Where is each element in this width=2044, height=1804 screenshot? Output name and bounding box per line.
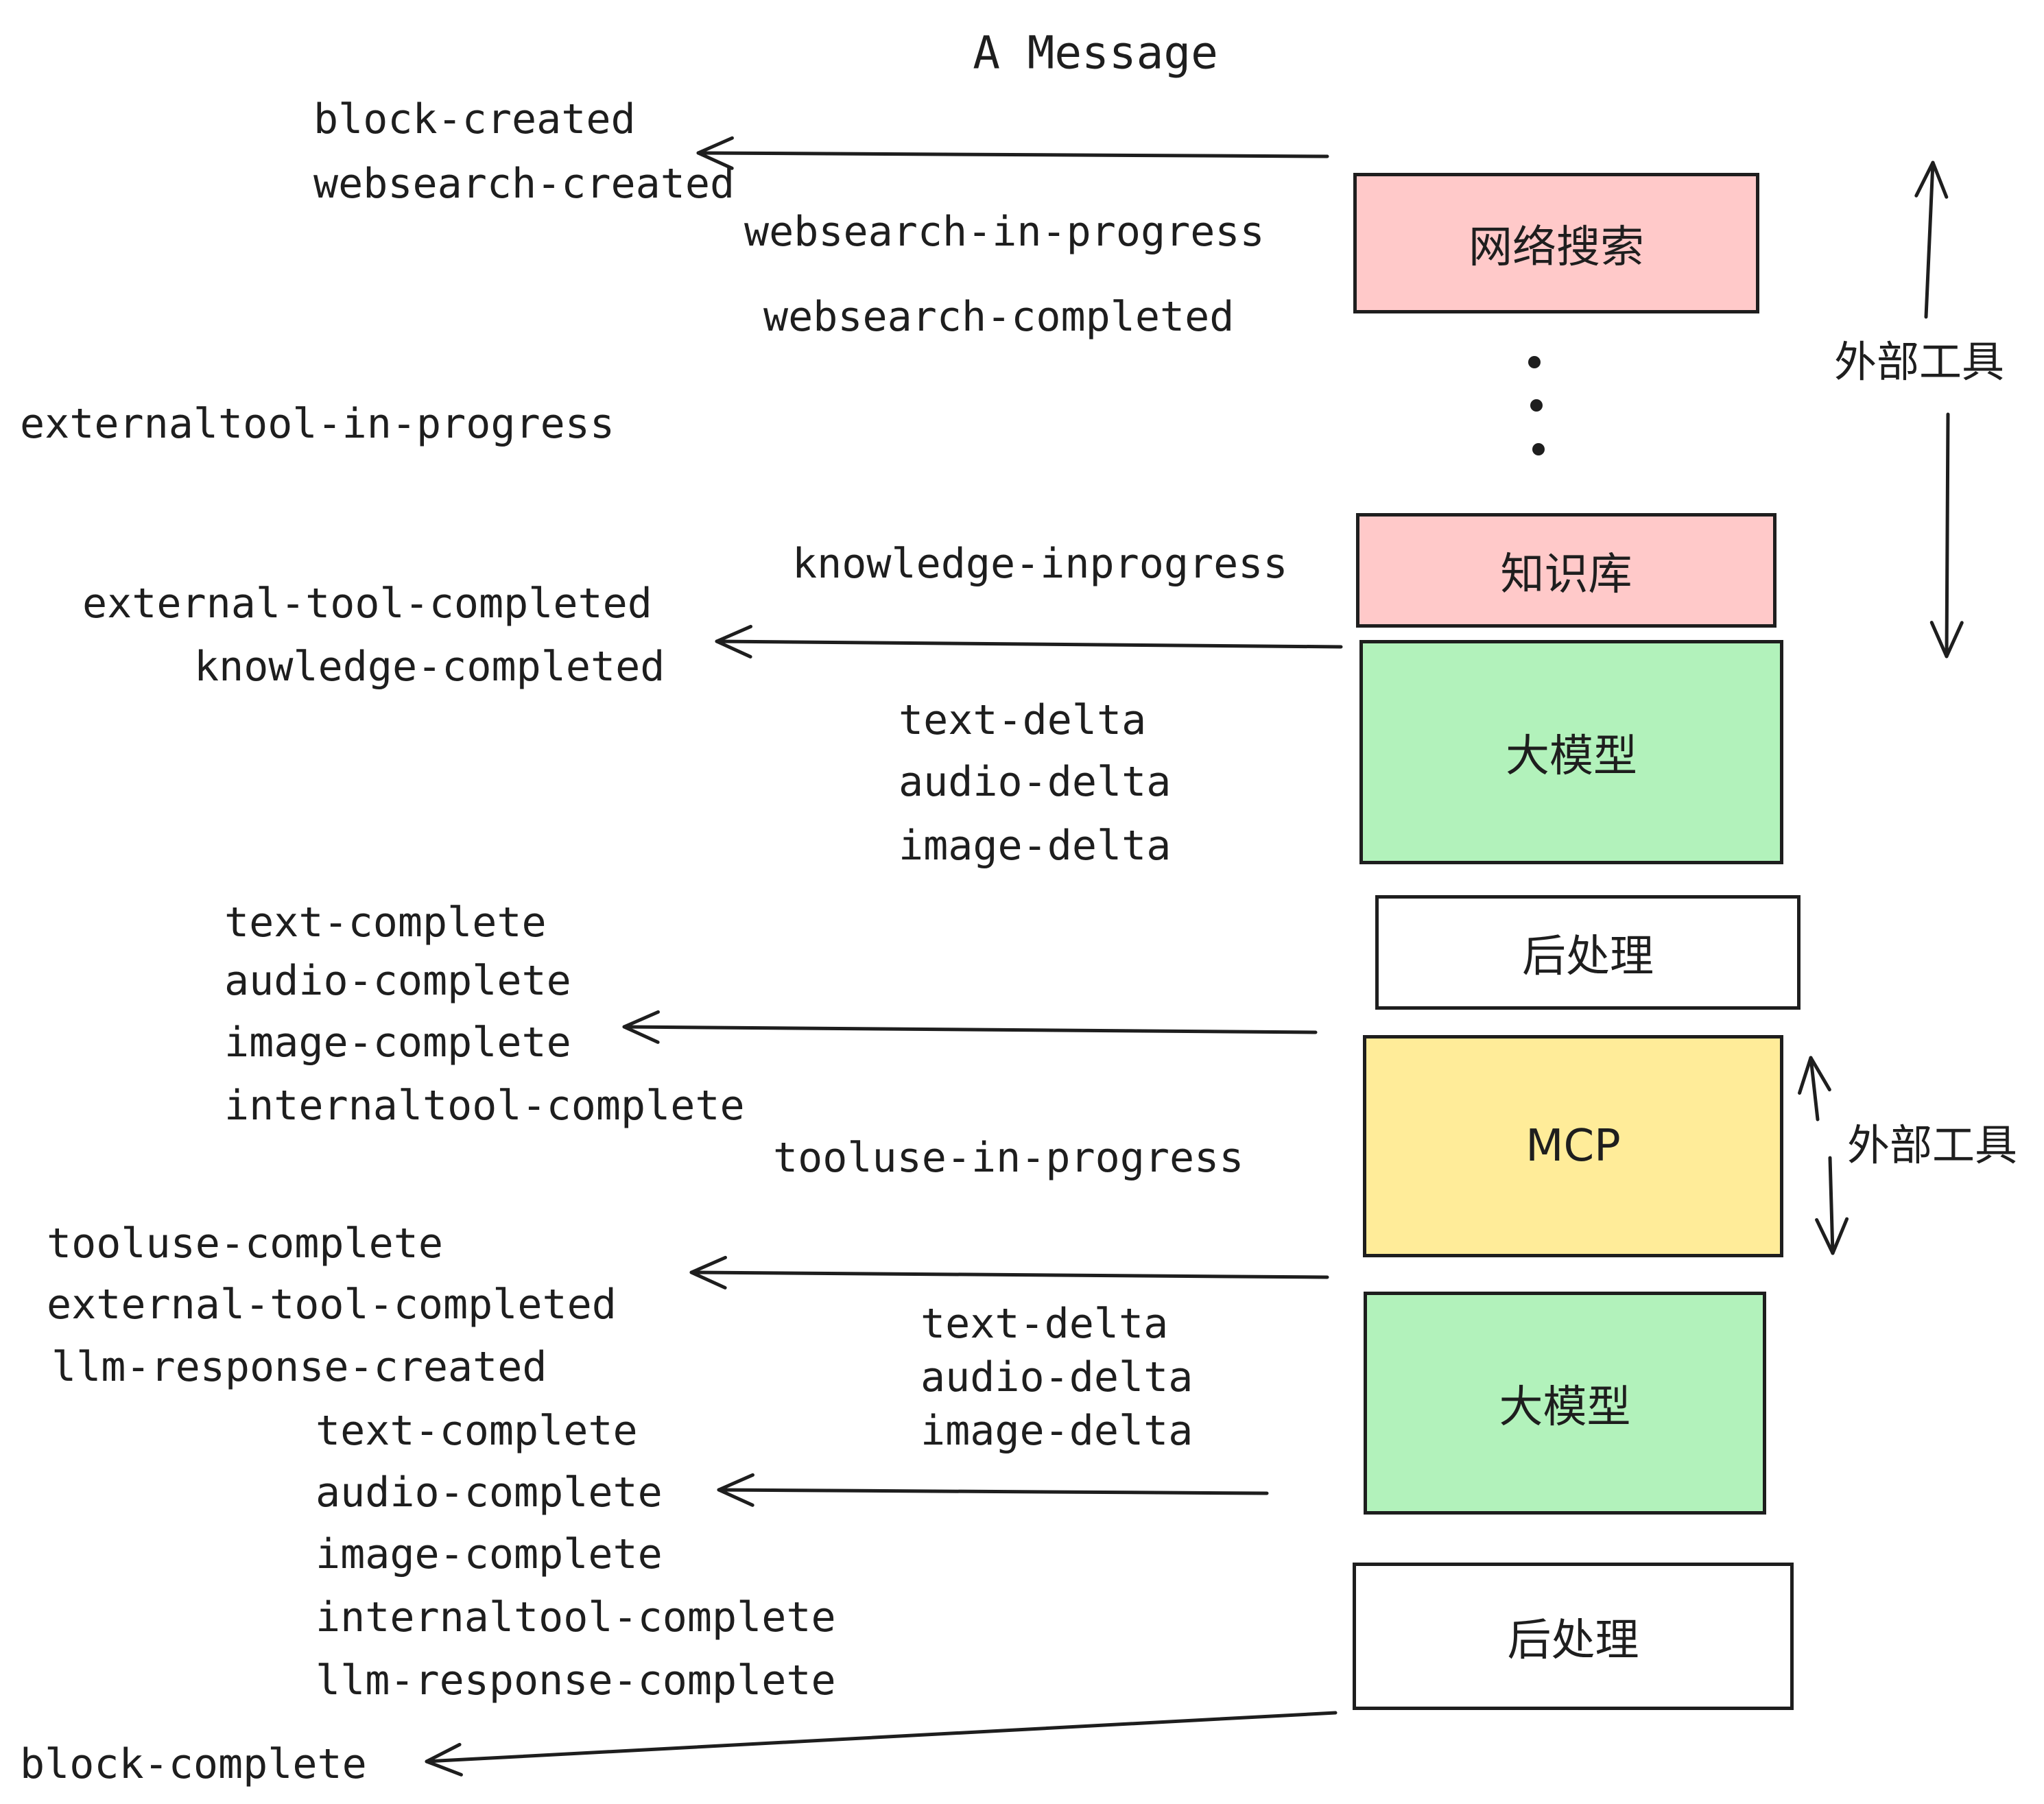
arrow-external-tools-top-up [1914,161,1949,319]
flow-box-label-llm-2: 大模型 [1499,1381,1631,1433]
flow-box-label-postprocess-1: 后处理 [1522,931,1654,982]
event-label-text-complete: text-complete [224,899,547,947]
flow-box-label-llm-1: 大模型 [1506,731,1637,782]
arrow-external-tools-bot-up [1798,1056,1831,1121]
arrowhead [1815,1217,1849,1255]
event-label-text-delta: text-delta [899,696,1147,744]
event-label-websearch-in-progress: websearch-in-progress [744,208,1265,256]
event-label-text-delta: text-delta [920,1300,1169,1348]
event-label-block-complete: block-complete [20,1740,367,1788]
ellipsis-dot-1 [1528,356,1541,368]
event-label-websearch-completed: websearch-completed [763,293,1235,341]
arrow-to-audio-complete [717,1473,1269,1507]
arrow-to-tooluse-complete [689,1255,1329,1290]
arrowhead [715,624,752,658]
event-label-knowledge-inprogress: knowledge-inprogress [792,540,1288,588]
event-label-block-created: block-created [313,95,636,143]
flow-box-mcp: MCP [1363,1035,1783,1257]
arrow-to-image-complete [622,1010,1318,1044]
flow-box-llm-2: 大模型 [1364,1292,1766,1515]
flow-box-label-postprocess-2: 后处理 [1507,1615,1639,1666]
event-label-external-tool-completed: external-tool-completed [47,1281,617,1329]
event-label-tooluse-in-progress: tooluse-in-progress [773,1134,1244,1182]
side-label-external-tools-bottom: 外部工具 [1846,1120,2018,1170]
arrowhead [696,136,734,170]
flow-box-label-mcp: MCP [1525,1121,1621,1172]
flow-box-postprocess-1: 后处理 [1375,895,1801,1010]
arrowhead [689,1255,727,1290]
ellipsis-dot-2 [1530,399,1543,412]
event-label-knowledge-completed: knowledge-completed [194,643,665,691]
ellipsis-dot-3 [1532,443,1545,455]
event-label-internaltool-complete: internaltool-complete [316,1593,836,1641]
arrowhead [1798,1056,1831,1095]
side-label-external-tools-top: 外部工具 [1833,337,2005,387]
flow-box-postprocess-2: 后处理 [1353,1563,1794,1710]
arrow-to-knowledge-completed [715,624,1343,658]
arrow-to-block-created [696,136,1329,170]
event-label-tooluse-complete: tooluse-complete [47,1220,443,1268]
event-label-image-delta: image-delta [899,822,1172,870]
event-label-websearch-created: websearch-created [313,160,735,208]
event-label-audio-delta: audio-delta [920,1353,1193,1401]
event-label-audio-complete: audio-complete [224,957,571,1005]
event-label-llm-response-complete: llm-response-complete [316,1657,836,1705]
event-label-text-complete: text-complete [316,1407,638,1455]
arrowhead [1929,621,1964,658]
arrowhead [717,1473,754,1507]
event-label-internaltool-complete: internaltool-complete [224,1082,745,1130]
flow-box-llm-1: 大模型 [1359,640,1783,864]
event-label-image-complete: image-complete [316,1530,663,1578]
event-label-image-complete: image-complete [224,1019,571,1067]
event-label-external-tool-completed: external-tool-completed [82,580,652,628]
event-label-audio-complete: audio-complete [316,1469,663,1517]
flow-box-knowledge: 知识库 [1356,513,1776,628]
arrowhead [622,1010,660,1044]
arrowhead [1914,161,1949,199]
flow-box-label-websearch: 网络搜索 [1469,222,1644,273]
event-label-llm-response-created: llm-response-created [51,1343,547,1391]
flow-box-label-knowledge: 知识库 [1500,549,1632,600]
arrow-external-tools-bot-down [1815,1156,1849,1255]
event-label-image-delta: image-delta [920,1407,1193,1455]
flow-box-websearch: 网络搜索 [1353,173,1759,313]
arrow-to-block-complete [425,1711,1338,1777]
arrowhead [425,1742,463,1777]
diagram-title: A Message [973,26,1218,80]
event-label-externaltool-in-progress: externaltool-in-progress [20,400,615,448]
event-label-audio-delta: audio-delta [899,758,1172,806]
arrow-external-tools-top-down [1929,412,1964,658]
